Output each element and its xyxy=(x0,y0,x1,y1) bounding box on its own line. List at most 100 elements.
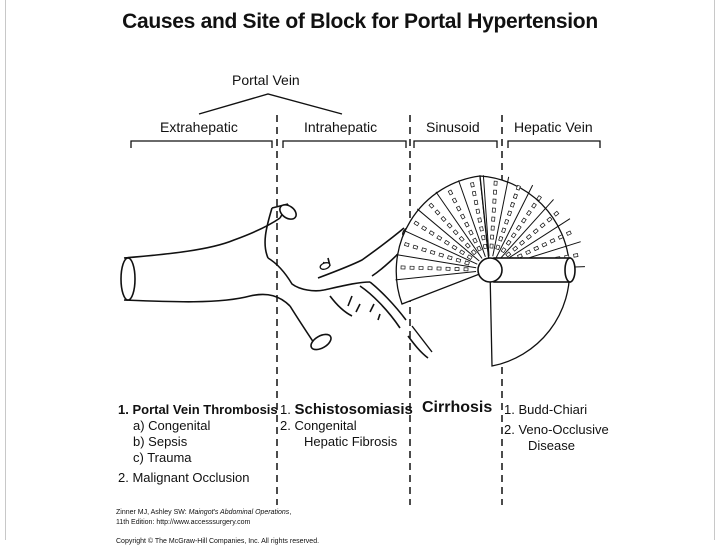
cause-veno-occlusive-line1: 2. Veno-Occlusive xyxy=(504,422,609,437)
bracket-extrahepatic xyxy=(130,140,273,148)
sinusoid-cell xyxy=(400,265,406,270)
sinusoid-cell xyxy=(466,254,473,260)
cause-portal-vein-thrombosis: 1. Portal Vein Thrombosis xyxy=(118,402,278,417)
sinusoid-cell xyxy=(557,234,564,240)
sinusoid-ray xyxy=(501,218,571,263)
bracket-hepatic-vein xyxy=(507,140,601,148)
portal-vein-label: Portal Vein xyxy=(232,72,300,88)
sinusoid-cell xyxy=(479,226,484,232)
sinusoid-cell xyxy=(447,255,453,261)
sinusoid-cell xyxy=(531,202,537,209)
sinusoid-cell xyxy=(455,205,462,212)
sinusoid-ray xyxy=(458,180,486,257)
sinusoid-cell xyxy=(492,198,497,204)
sinusoid-cell xyxy=(476,245,482,252)
sinusoid-cell xyxy=(413,220,420,227)
sinusoid-cell xyxy=(477,217,482,223)
page-title: Causes and Site of Block for Portal Hype… xyxy=(122,10,598,33)
sinusoid-ray xyxy=(396,254,477,269)
sinusoid-cell xyxy=(428,230,435,236)
sinusoid-cell xyxy=(482,243,488,250)
credit-authors: Zinner MJ, Ashley SW: xyxy=(116,509,187,516)
cause-trauma: c) Trauma xyxy=(133,450,192,465)
sinusoid-ray xyxy=(482,175,490,257)
sinusoid-cell xyxy=(458,235,465,242)
sinusoid-cell xyxy=(505,251,512,258)
right-frame-border xyxy=(714,0,715,540)
sinusoid-cell xyxy=(436,266,442,271)
sinusoid-cell xyxy=(429,250,436,255)
sinusoid-ray xyxy=(495,184,534,258)
hepatic-vein xyxy=(477,257,576,283)
sinusoid-cell xyxy=(436,235,443,241)
cause-schistosomiasis: Schistosomiasis xyxy=(294,401,413,418)
sinusoid-ray xyxy=(403,229,478,265)
sinusoid-cell xyxy=(489,243,494,249)
sinusoid-cell xyxy=(509,201,515,208)
sinusoid-cell xyxy=(443,239,450,246)
portal-vein-tree xyxy=(123,203,407,347)
sinusoid-cell xyxy=(418,266,424,270)
sinusoid-cell xyxy=(455,257,462,263)
cause-congenital-fibrosis-line1: 2. Congenital xyxy=(280,418,357,433)
credit-edition: 11th Edition: http://www.accesssurgery.c… xyxy=(116,519,251,526)
trunk-end-cap xyxy=(120,257,136,301)
sinusoid-cell xyxy=(446,222,453,229)
sinusoid-cell xyxy=(539,222,546,229)
sinusoid-cell xyxy=(519,239,526,246)
cause-congenital-fibrosis-line2: Hepatic Fibrosis xyxy=(304,434,398,449)
sinusoid-cell xyxy=(491,207,496,213)
sinusoid-ray xyxy=(492,176,510,257)
sinusoid-cell xyxy=(428,202,435,209)
sinusoid-cell xyxy=(501,227,507,234)
cause-cirrhosis: Cirrhosis xyxy=(422,399,493,416)
sinusoid-cell xyxy=(473,199,479,206)
sinusoid-cell xyxy=(507,210,513,217)
sinusoid-cell xyxy=(463,267,469,272)
sinusoid-cell xyxy=(526,210,532,217)
sinusoid-cell xyxy=(412,244,419,250)
cause-congenital: a) Congenital xyxy=(133,418,211,433)
sinusoid-cell xyxy=(493,180,498,186)
sinusoid-cell xyxy=(445,266,451,271)
sinusoid-ray xyxy=(416,208,480,262)
sinusoid-cell xyxy=(481,235,486,241)
sinusoid-cell xyxy=(470,249,477,256)
bracket-intrahepatic xyxy=(282,140,407,148)
sinusoid-cell xyxy=(438,252,445,258)
sinusoid-cell xyxy=(404,242,410,248)
sinusoid-cell xyxy=(546,216,553,223)
sinusoid-cell xyxy=(421,225,428,232)
sinusoid-cell xyxy=(525,234,532,240)
sinusoid-cell xyxy=(500,247,507,254)
sinusoid-cell xyxy=(492,189,497,195)
header-sinusoid: Sinusoid xyxy=(426,119,480,135)
sinusoid-cell xyxy=(495,244,501,251)
sinusoid-cell xyxy=(532,228,539,235)
header-extrahepatic: Extrahepatic xyxy=(160,119,238,135)
cause-schistosomiasis-row: 1. Schistosomiasis xyxy=(280,402,413,418)
sinusoid-cell xyxy=(510,232,517,239)
hepatic-vein-causes: 1. Budd-Chiari 2. Veno-Occlusive Disease xyxy=(504,402,609,454)
cause-malignant-occlusion: 2. Malignant Occlusion xyxy=(118,470,250,485)
cause-budd-chiari: 1. Budd-Chiari xyxy=(504,402,588,417)
sinusoid-ray xyxy=(435,191,483,259)
credit-copyright: Copyright © The McGraw-Hill Companies, I… xyxy=(116,538,320,545)
extrahepatic-causes: 1. Portal Vein Thrombosis a) Congenital … xyxy=(118,402,278,486)
intrahepatic-causes: 1. Schistosomiasis 2. Congenital Hepatic… xyxy=(280,402,413,450)
hepatic-vein-junction xyxy=(477,257,503,283)
sinusoid-cell xyxy=(434,209,441,216)
credit-line-1: Zinner MJ, Ashley SW: Maingot's Abdomina… xyxy=(116,509,292,516)
sinusoid-cell xyxy=(471,190,477,197)
sinusoid-cell xyxy=(440,216,447,222)
sinusoid-cell xyxy=(565,230,572,236)
sinusoid-cell xyxy=(454,267,460,271)
bracket-sinusoid xyxy=(413,140,498,148)
sinusoid-causes: Cirrhosis xyxy=(422,400,492,416)
sinusoid-cell xyxy=(536,195,542,202)
sinusoid-cell xyxy=(475,208,481,214)
twig-cap-1 xyxy=(319,262,331,270)
sinusoid-cell xyxy=(512,193,518,200)
sinusoid-cell xyxy=(520,217,527,224)
